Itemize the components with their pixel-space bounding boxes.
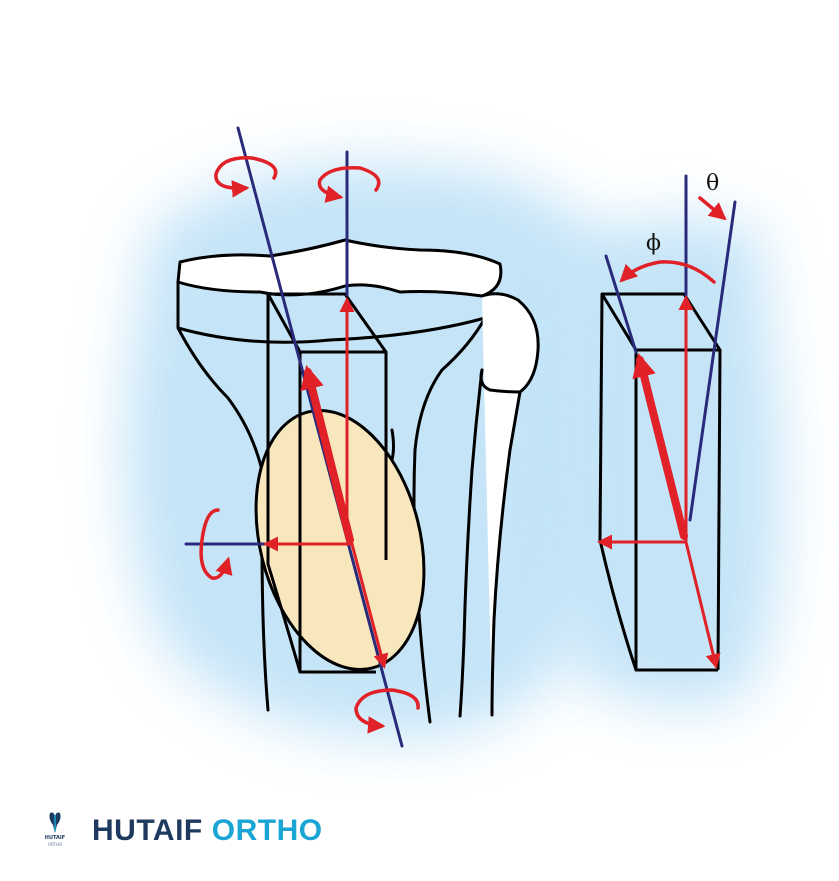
right-resultant-arrow <box>632 353 688 540</box>
left-coordinate-box <box>266 292 388 674</box>
brand-logo: HUTAIF ORTHO <box>40 809 70 853</box>
brand-word-hutaif: HUTAIF <box>92 814 203 847</box>
rotation-arrow-top-left <box>214 156 278 198</box>
phi-angle-arc <box>619 260 716 284</box>
phi-label: ϕ <box>646 231 661 256</box>
theta-angle-arrow <box>698 196 727 221</box>
left-vectors <box>263 297 389 669</box>
left-axes <box>184 126 404 748</box>
tilted-long-axis <box>236 126 404 748</box>
resultant-force-arrow <box>300 365 354 544</box>
brand-logo-text: HUTAIF <box>44 835 66 841</box>
bone-logo-icon <box>49 812 61 833</box>
right-tilted-axis-phi <box>604 254 638 354</box>
right-axes <box>604 174 737 522</box>
background-glow <box>124 162 782 740</box>
contact-ellipse <box>254 408 426 672</box>
rotation-arrow-bottom <box>354 688 420 734</box>
theta-label: θ <box>706 171 719 196</box>
brand-logo-subtext: ORTHO <box>47 842 63 847</box>
right-vectors <box>597 196 727 669</box>
rotation-arrows <box>199 156 420 734</box>
right-tilted-axis-theta <box>688 200 737 522</box>
rotation-arrow-top-center <box>317 166 381 203</box>
axial-force-arrow <box>350 542 389 669</box>
right-axial-arrow <box>684 540 721 669</box>
brand-word-ortho: ORTHO <box>211 814 323 847</box>
rotation-arrow-left <box>199 508 233 580</box>
tibia-body <box>176 280 270 712</box>
